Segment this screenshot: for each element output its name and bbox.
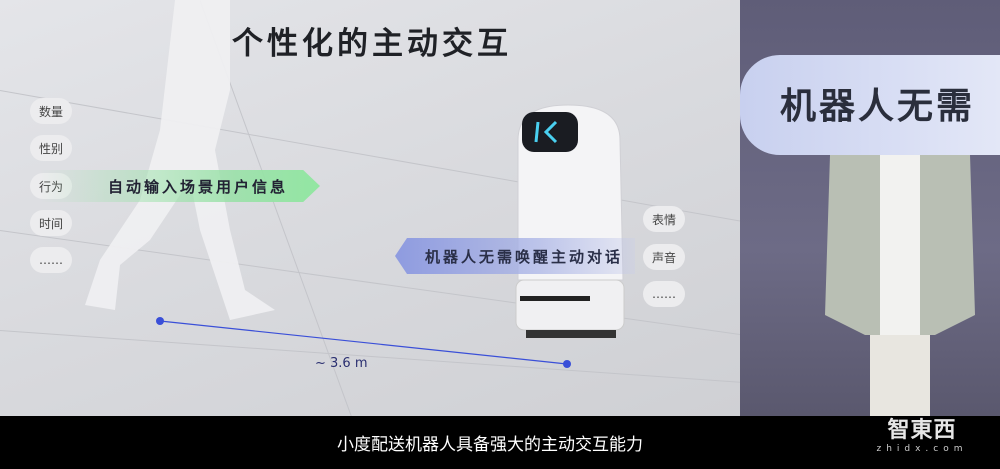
subtitle-text: 小度配送机器人具备强大的主动交互能力 [337, 435, 643, 455]
distance-line [156, 317, 571, 368]
tag-time: 时间 [30, 210, 72, 236]
distance-label: ~ 3.6 m [315, 356, 368, 371]
stage-screen: 机器人无需 [740, 55, 1000, 155]
zhidx-watermark-logo: 智東西 zhidx.com [872, 402, 972, 462]
watermark-logo-text: 智東西 [887, 418, 957, 443]
proactive-dialog-banner-text: 机器人无需唤醒主动对话 [425, 247, 624, 266]
auto-input-banner-text: 自动输入场景用户信息 [108, 177, 289, 196]
tag-more-right: …… [643, 281, 685, 307]
tag-voice: 声音 [643, 244, 685, 270]
proactive-dialog-banner: 机器人无需唤醒主动对话 [395, 238, 635, 274]
tag-more: …… [30, 247, 72, 273]
presentation-slide: 个性化的主动交互 数量 性别 行为 时间 …… 表情 声音 …… 自动输入场景用… [0, 0, 740, 416]
subtitle-bar: 小度配送机器人具备强大的主动交互能力 [0, 416, 1000, 469]
tag-count: 数量 [30, 98, 72, 124]
watermark-domain: zhidx.com [876, 444, 968, 454]
slide-title: 个性化的主动交互 [232, 26, 512, 62]
stage-speaker-photo: 机器人无需 [740, 0, 1000, 416]
auto-input-banner: 自动输入场景用户信息 [40, 170, 320, 202]
walking-person-figure [85, 0, 275, 320]
delivery-robot-image [515, 104, 625, 338]
tag-expression: 表情 [643, 206, 685, 232]
tag-gender: 性别 [30, 135, 72, 161]
speaker-figure [825, 57, 975, 416]
distance-start-point [156, 317, 164, 325]
stage-screen-text: 机器人无需 [780, 86, 976, 127]
distance-end-point [563, 360, 571, 368]
